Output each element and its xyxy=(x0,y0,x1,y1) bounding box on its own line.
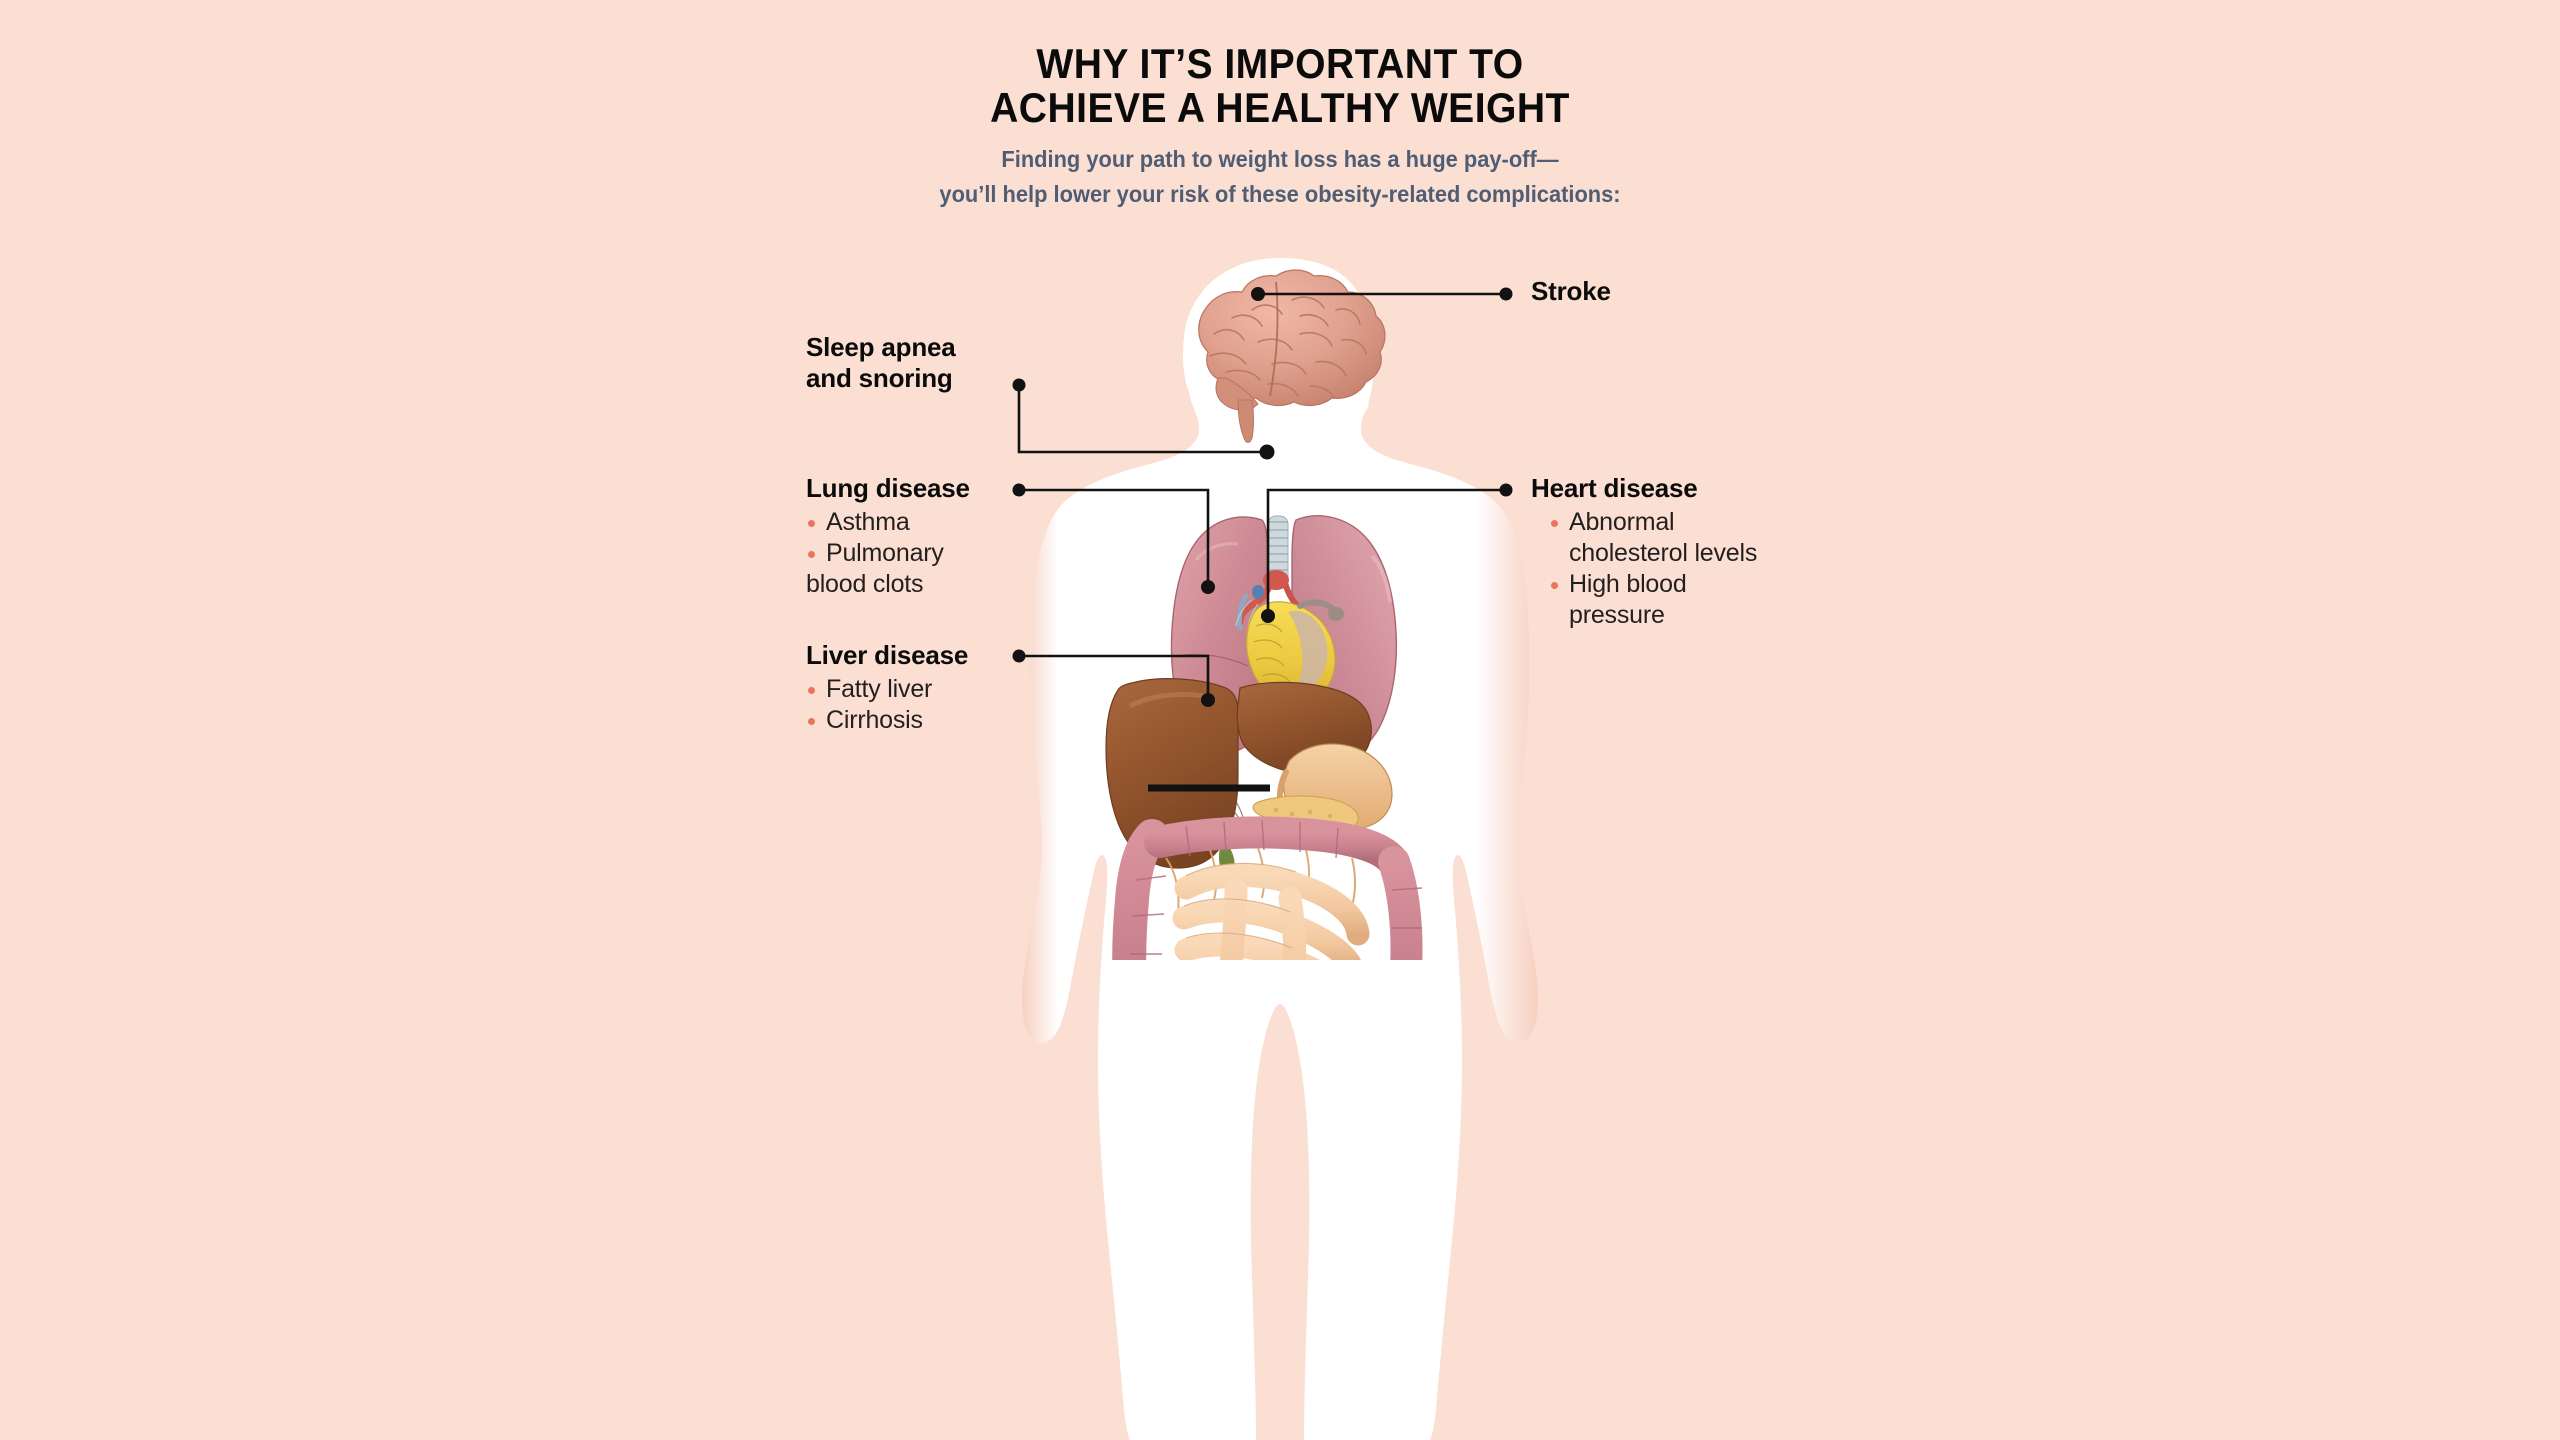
list-item-continuation: blood clots xyxy=(806,569,1056,600)
list-item: High blood xyxy=(1549,569,1831,600)
list-item: Abnormal xyxy=(1549,507,1831,538)
callout-list-liver-disease: Fatty liver Cirrhosis xyxy=(806,674,1056,736)
dot-lung-target xyxy=(1201,580,1215,594)
small-intestine-outline xyxy=(1183,862,1297,949)
list-item-label: Abnormal xyxy=(1569,508,1675,536)
dot-sleep-apnea-target xyxy=(1259,444,1275,460)
dot-sleep-apnea-label xyxy=(1012,378,1026,392)
list-item-continuation: pressure xyxy=(1549,600,1831,631)
list-item: Fatty liver xyxy=(806,674,1056,705)
dot-heart-target xyxy=(1261,609,1275,623)
callout-sleep-apnea: Sleep apnea and snoring xyxy=(806,332,1056,397)
dot-lung-label xyxy=(1012,483,1026,497)
rectum xyxy=(1267,1064,1300,1142)
callout-heading-lung-disease: Lung disease xyxy=(806,473,970,503)
list-item-label: cholesterol levels xyxy=(1569,539,1758,567)
list-item-label: High blood xyxy=(1569,570,1687,598)
callout-heading-heart-disease: Heart disease xyxy=(1531,473,1698,503)
bullet-dot-icon xyxy=(808,687,815,694)
leader-dots xyxy=(1012,287,1513,707)
callout-liver-disease: Liver disease Fatty liver Cirrhosis xyxy=(806,640,1056,736)
dot-heart-label xyxy=(1499,483,1513,497)
bullet-dot-icon xyxy=(1551,582,1558,589)
list-item-label: blood clots xyxy=(806,570,924,598)
list-item: Asthma xyxy=(806,507,1056,538)
dot-liver-target xyxy=(1201,693,1215,707)
callout-stroke: Stroke xyxy=(1531,276,1831,310)
list-item: Cirrhosis xyxy=(806,705,1056,736)
list-item-label: Fatty liver xyxy=(826,675,933,703)
bullet-dot-icon xyxy=(808,718,815,725)
callout-heading-sleep-apnea: Sleep apnea and snoring xyxy=(806,332,956,393)
bullet-dot-icon xyxy=(1551,520,1558,527)
bullet-dot-icon xyxy=(808,551,815,558)
face-profile xyxy=(1312,376,1369,482)
callout-list-heart-disease: Abnormal cholesterol levels High blood p… xyxy=(1531,507,1831,631)
organ-group xyxy=(1105,515,1423,1142)
small-intestine xyxy=(1172,863,1370,960)
dot-stroke-target xyxy=(1251,287,1265,301)
list-item: Pulmonary xyxy=(806,538,1056,569)
page-subtitle: Finding your path to weight loss has a h… xyxy=(939,146,1621,207)
callout-heart-disease: Heart disease Abnormal cholesterol level… xyxy=(1531,473,1831,631)
bullet-dot-icon xyxy=(808,520,815,527)
dot-liver-label xyxy=(1012,649,1026,663)
callout-heading-liver-disease: Liver disease xyxy=(806,640,969,670)
list-item-label: Asthma xyxy=(826,508,910,536)
dot-stroke-label xyxy=(1499,287,1513,301)
callout-heading-stroke: Stroke xyxy=(1531,276,1611,306)
list-item-label: pressure xyxy=(1569,601,1665,629)
callout-list-lung-disease: Asthma Pulmonary blood clots xyxy=(806,507,1056,600)
list-item-continuation: cholesterol levels xyxy=(1549,538,1831,569)
list-item-label: Pulmonary xyxy=(826,539,944,567)
list-item-label: Cirrhosis xyxy=(826,706,923,734)
page-title: WHY IT’S IMPORTANT TO ACHIEVE A HEALTHY … xyxy=(990,40,1570,131)
callout-lung-disease: Lung disease Asthma Pulmonary blood clot… xyxy=(806,473,1056,600)
